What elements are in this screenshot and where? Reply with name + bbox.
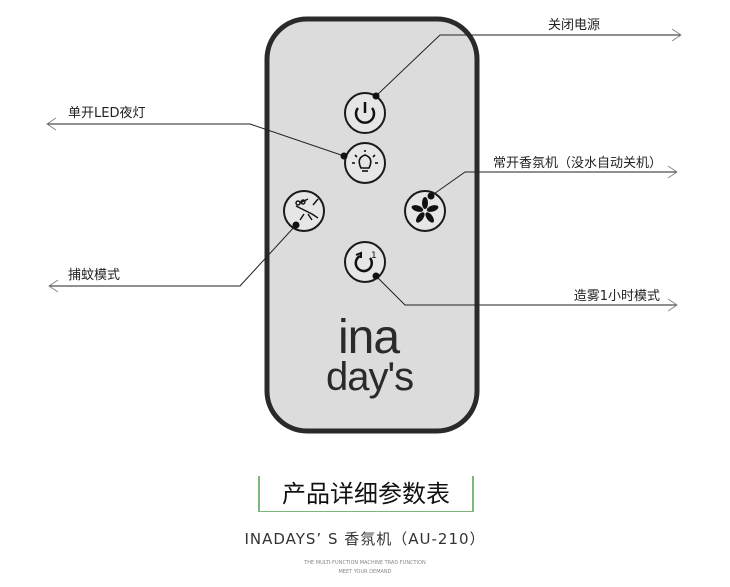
mist-timer-button[interactable]	[344, 241, 386, 283]
power-leader	[375, 34, 680, 97]
callout-mist: 造雾1小时模式	[573, 289, 660, 304]
section-title: 产品详细参数表	[258, 476, 474, 512]
tagline-line2: MEET YOUR DEMAND	[338, 569, 392, 575]
led-leader	[48, 123, 345, 157]
mosquito-icon	[295, 198, 319, 221]
arrow-left-icon	[46, 117, 57, 131]
led-button[interactable]	[344, 142, 386, 184]
mosquito-dot	[292, 221, 300, 229]
callout-mosquito: 捕蚊模式	[68, 268, 121, 283]
logo-line1: ina	[338, 311, 400, 364]
arrow-right-icon	[667, 165, 678, 179]
mist-leader	[375, 275, 676, 306]
arrow-right-icon	[667, 298, 678, 312]
timer-refresh-icon: 1	[354, 251, 377, 273]
aroma-button[interactable]	[404, 190, 446, 232]
mosquito-leader	[50, 224, 297, 287]
logo-line2: day's	[326, 355, 414, 400]
mist-dot	[372, 272, 380, 280]
tagline-line1: THE MULTI-FUNCTION MACHINE TRAD FUNCTION	[304, 560, 426, 566]
power-dot	[372, 92, 380, 100]
arrow-right-icon	[671, 28, 682, 42]
led-dot	[340, 152, 348, 160]
brand-logo: ina day's	[318, 311, 428, 400]
svg-text:1: 1	[371, 251, 377, 261]
remote-body	[264, 16, 480, 434]
callout-aroma: 常开香氛机（没水自动关机）	[492, 156, 662, 171]
product-name: INADAYS’ S 香氛机（AU-210）	[244, 530, 486, 548]
arrow-left-icon	[48, 279, 59, 293]
callout-led: 单开LED夜灯	[68, 106, 146, 121]
aroma-leader	[430, 171, 676, 197]
callout-power: 关闭电源	[547, 18, 600, 33]
power-icon	[354, 102, 376, 124]
bulb-icon	[352, 150, 378, 172]
flower-icon	[411, 197, 439, 223]
mosquito-button[interactable]	[283, 190, 325, 232]
aroma-dot	[427, 192, 435, 200]
